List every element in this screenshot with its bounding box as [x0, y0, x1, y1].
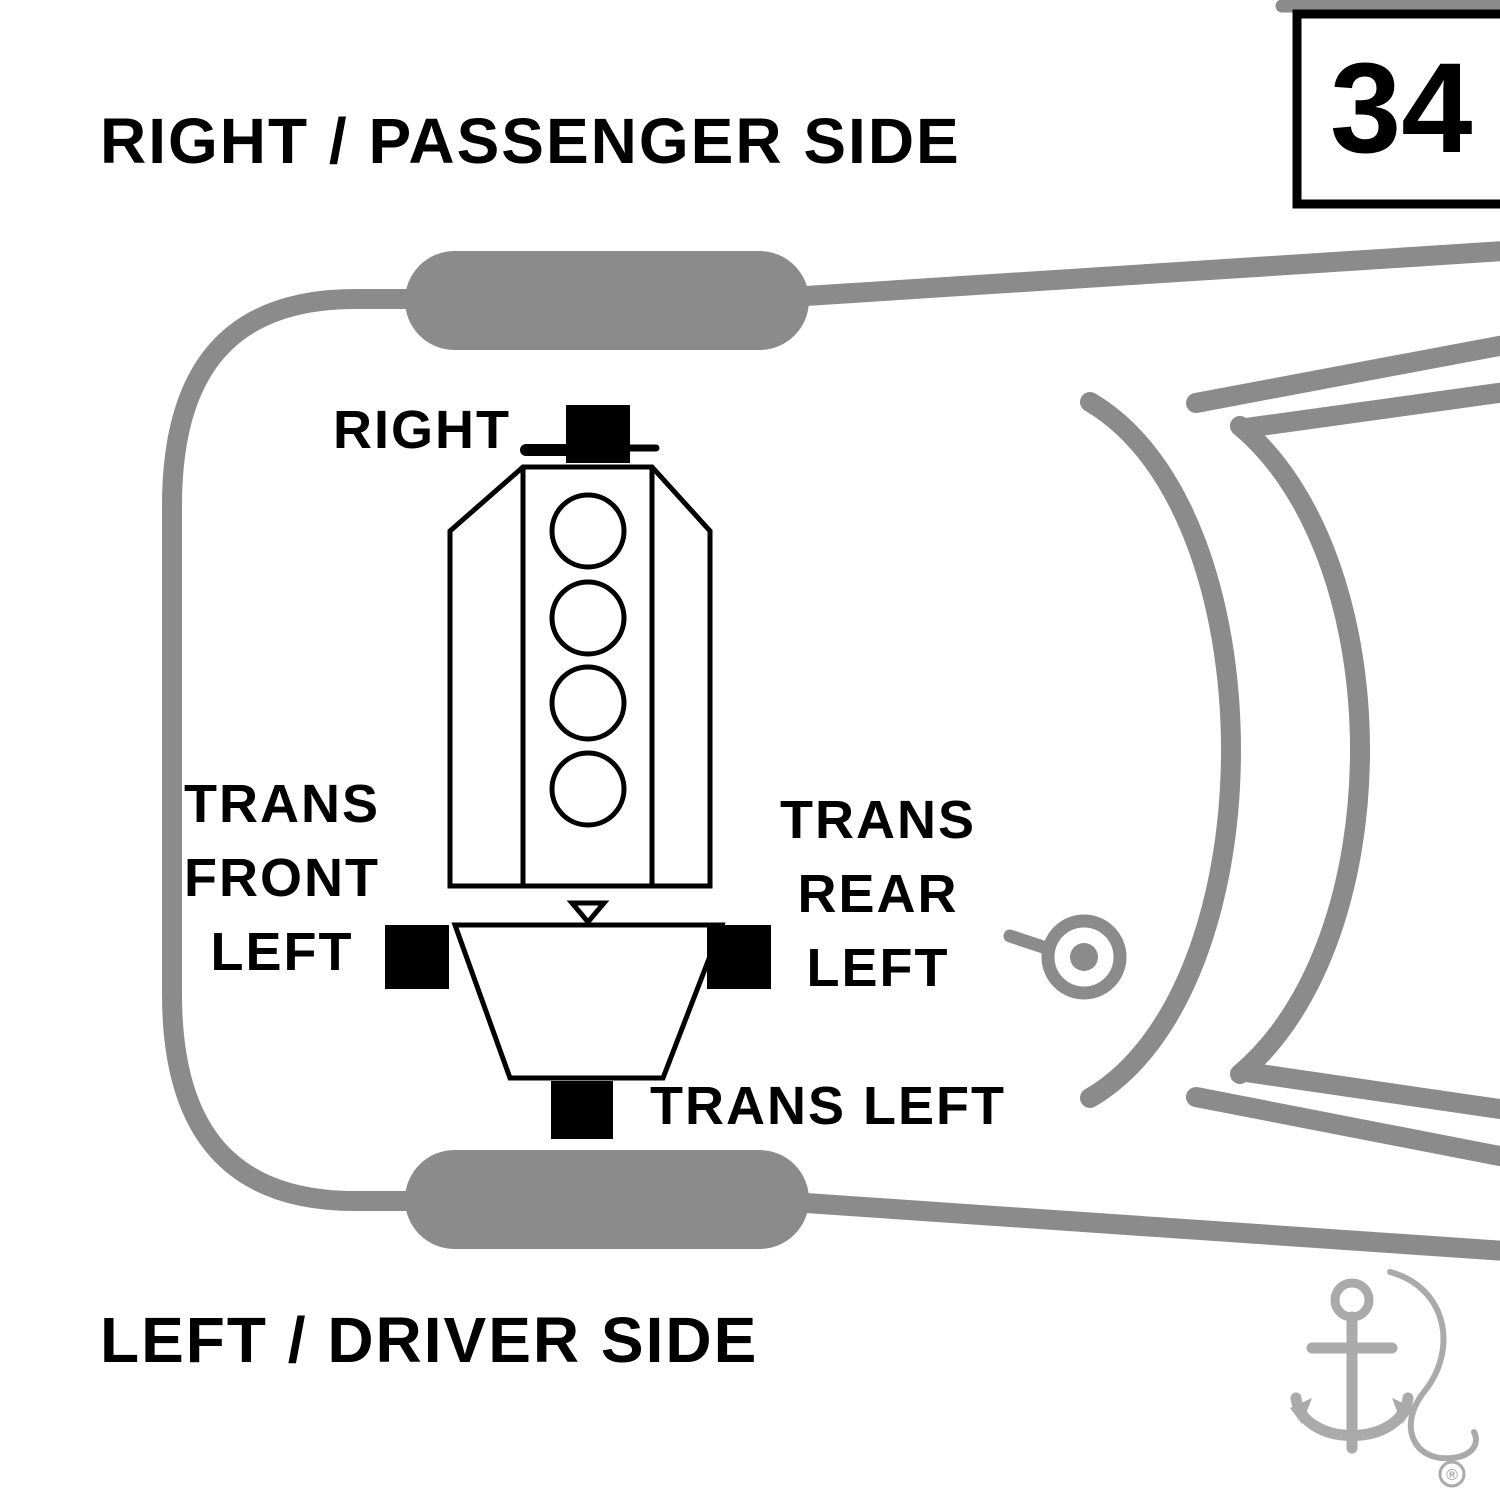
transmission-outline — [451, 922, 726, 1081]
page-number-box: 34 — [1292, 9, 1500, 209]
anchor-logo-icon: ® — [1290, 1269, 1479, 1488]
label-trans-rear-left: TRANS REAR LEFT — [780, 790, 976, 998]
page-number-border — [1292, 9, 1500, 209]
right-mount-square — [566, 405, 630, 463]
roofline-top-inner — [1236, 382, 1500, 438]
anchor-rope — [1387, 1269, 1479, 1462]
label-trans-front-left-line3: LEFT — [211, 922, 354, 982]
anchor-fluke-tip-right — [1392, 1398, 1414, 1424]
roofline-top-outer — [1186, 335, 1500, 413]
anchor-fluke-tip-left — [1290, 1398, 1312, 1424]
car-body-outline — [162, 0, 1500, 1261]
heading-driver-side: LEFT / DRIVER SIDE — [100, 1304, 758, 1376]
transmission — [451, 900, 726, 1081]
tire-top — [405, 251, 809, 350]
fuel-cap-dot — [1070, 943, 1098, 971]
engine-mount-right — [520, 405, 660, 463]
rear-window-outer-arc — [1080, 392, 1241, 1108]
cylinder-1 — [549, 492, 627, 570]
cylinder-4 — [549, 750, 627, 828]
tire-bottom — [405, 1150, 809, 1249]
car-bottom-body-line — [796, 1193, 1500, 1261]
bellhousing-funnel-icon — [566, 900, 610, 926]
rear-window-inner-arc — [1230, 416, 1370, 1084]
fuel-cap-ring — [1041, 914, 1127, 1000]
label-trans-rear-left-line1: TRANS — [780, 790, 976, 850]
label-trans-left: TRANS LEFT — [650, 1076, 1006, 1136]
cylinder-3 — [549, 664, 627, 742]
mount-trans-left — [551, 1081, 613, 1139]
roofline-bottom-inner — [1236, 1062, 1500, 1120]
fuel-cap-stem-line — [1003, 929, 1053, 955]
engine-block — [447, 464, 713, 889]
cylinder-2 — [549, 579, 627, 657]
car-left-body-line — [162, 289, 442, 1211]
mount-trans-rear-left — [707, 925, 771, 989]
registered-mark: ® — [1446, 1467, 1458, 1484]
label-trans-front-left-line1: TRANS — [184, 774, 380, 834]
heading-passenger-side: RIGHT / PASSENGER SIDE — [100, 105, 961, 177]
registered-mark-circle — [1438, 1460, 1466, 1488]
label-trans-rear-left-line3: LEFT — [807, 938, 950, 998]
mount-trans-front-left — [385, 925, 449, 989]
car-top-body-line — [796, 241, 1500, 306]
page-number: 34 — [1330, 37, 1472, 180]
label-trans-rear-left-line2: REAR — [797, 864, 958, 924]
label-trans-front-left-line2: FRONT — [184, 848, 380, 908]
label-right-mount: RIGHT — [333, 400, 511, 460]
label-trans-front-left: TRANS FRONT LEFT — [184, 774, 380, 982]
roofline-bottom-outer — [1186, 1087, 1500, 1167]
